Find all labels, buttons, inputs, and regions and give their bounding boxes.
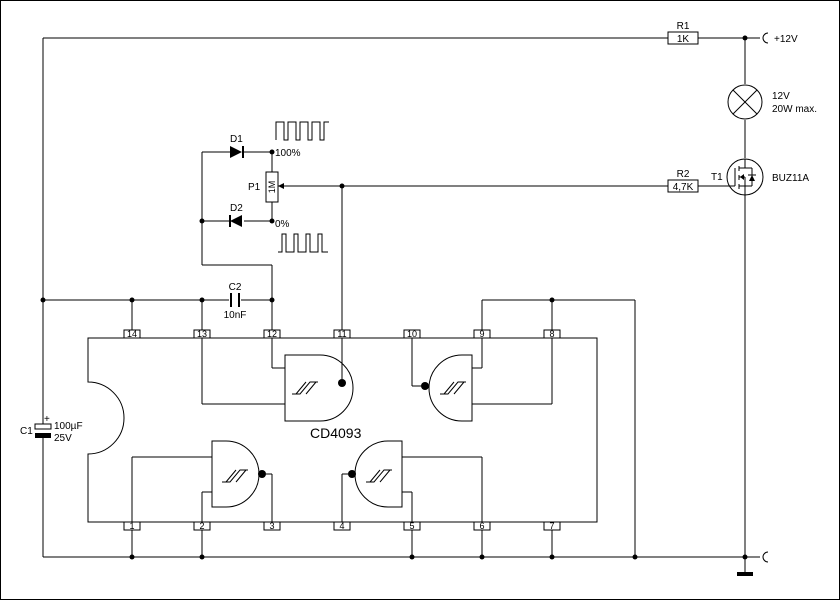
- nand-gate-a: [201, 338, 354, 422]
- pin-13: 13: [197, 329, 207, 339]
- d2-note: 0%: [275, 219, 290, 230]
- supply-label: +12V: [774, 34, 798, 45]
- ic-body: [87, 337, 598, 523]
- wiper-arrow-icon: [278, 183, 284, 189]
- c1-value: 100µF: [54, 421, 83, 432]
- diode-network: [201, 151, 273, 330]
- mosfet-t1: [726, 158, 764, 196]
- junction-dots: [40, 35, 748, 560]
- pin-8: 8: [549, 329, 554, 339]
- pin-10: 10: [407, 329, 417, 339]
- c1-polarity: +: [44, 414, 50, 425]
- lamp-rating-line1: 12V: [772, 91, 790, 102]
- t1-value: BUZ11A: [772, 173, 809, 184]
- d1-note: 100%: [275, 148, 301, 159]
- d1-ref: D1: [230, 134, 243, 145]
- c2-ref: C2: [229, 282, 242, 293]
- pin-3: 3: [269, 521, 274, 531]
- pin-7: 7: [549, 521, 554, 531]
- resistor-r2: [667, 179, 699, 193]
- potentiometer-p1: [265, 171, 279, 203]
- pin-12: 12: [267, 329, 277, 339]
- pin-9: 9: [479, 329, 484, 339]
- p1-ref: P1: [248, 182, 261, 193]
- pin-wiring: [131, 186, 636, 557]
- r2-ref: R2: [677, 169, 690, 180]
- resistor-r1: [667, 31, 699, 45]
- d2-ref: D2: [230, 203, 243, 214]
- c2-value: 10nF: [224, 310, 247, 321]
- waveform-100-icon: [275, 121, 329, 141]
- c1-ref: C1: [20, 426, 33, 437]
- pin-11: 11: [337, 329, 346, 339]
- capacitor-c2: [230, 293, 240, 307]
- r2-value: 4,7K: [673, 182, 694, 193]
- lamp-symbol: [727, 84, 763, 120]
- pin-2: 2: [199, 521, 204, 531]
- pin-4: 4: [339, 521, 344, 531]
- pin-14: 14: [127, 329, 137, 339]
- nand-gate-c: [131, 440, 273, 522]
- pin-5: 5: [409, 521, 414, 531]
- p1-value: 1M: [267, 181, 277, 194]
- supply-rails: [42, 32, 769, 576]
- diode-d1: [230, 146, 244, 158]
- r1-ref: R1: [677, 21, 690, 32]
- lamp-rating-line2: 20W max.: [772, 104, 817, 115]
- c1-voltage: 25V: [54, 433, 72, 444]
- nand-gate-d: [341, 440, 483, 522]
- nand-gate-b: [411, 338, 553, 422]
- diode-d2: [229, 215, 242, 227]
- waveform-0-icon: [278, 233, 328, 253]
- pin-6: 6: [479, 521, 484, 531]
- capacitor-c1: [34, 420, 52, 442]
- t1-ref: T1: [711, 172, 723, 183]
- pin-1: 1: [129, 521, 134, 531]
- chip-name: CD4093: [310, 425, 362, 441]
- r1-value: 1K: [677, 34, 690, 45]
